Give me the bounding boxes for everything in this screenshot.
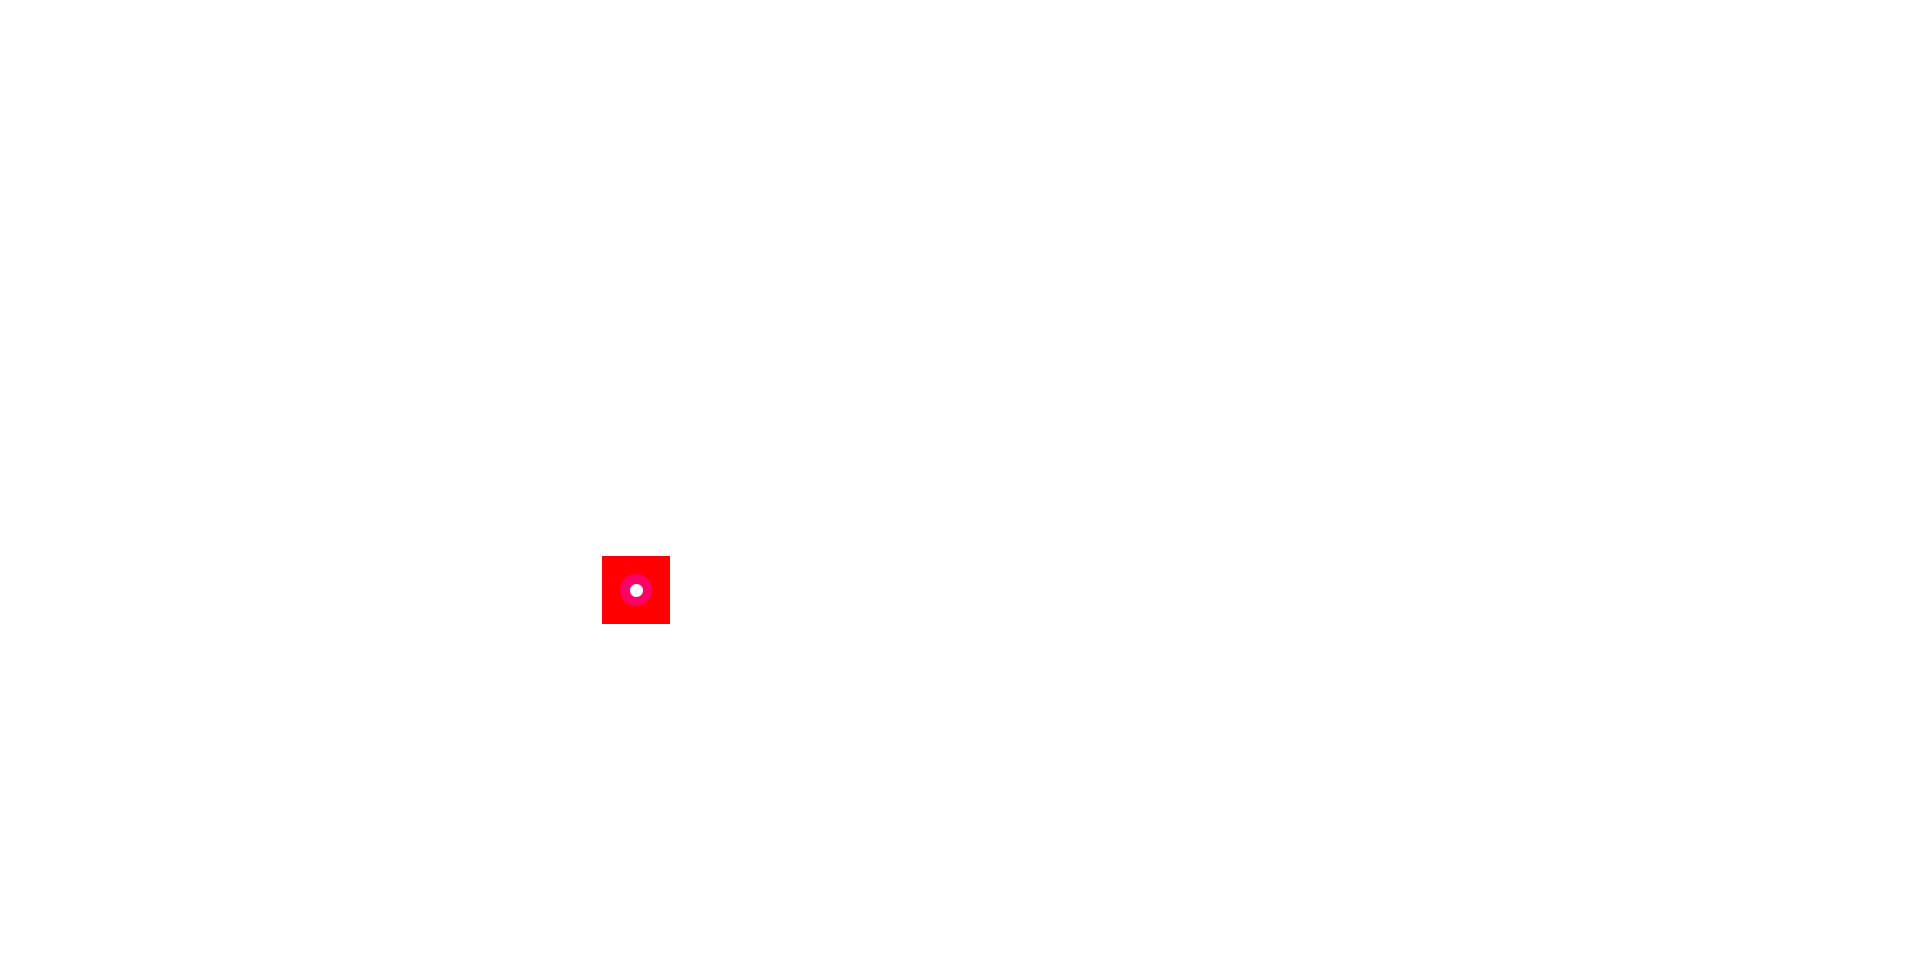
target-dot-icon xyxy=(629,583,643,597)
target-ring-icon xyxy=(620,574,652,606)
click-target-marker[interactable] xyxy=(602,556,670,624)
